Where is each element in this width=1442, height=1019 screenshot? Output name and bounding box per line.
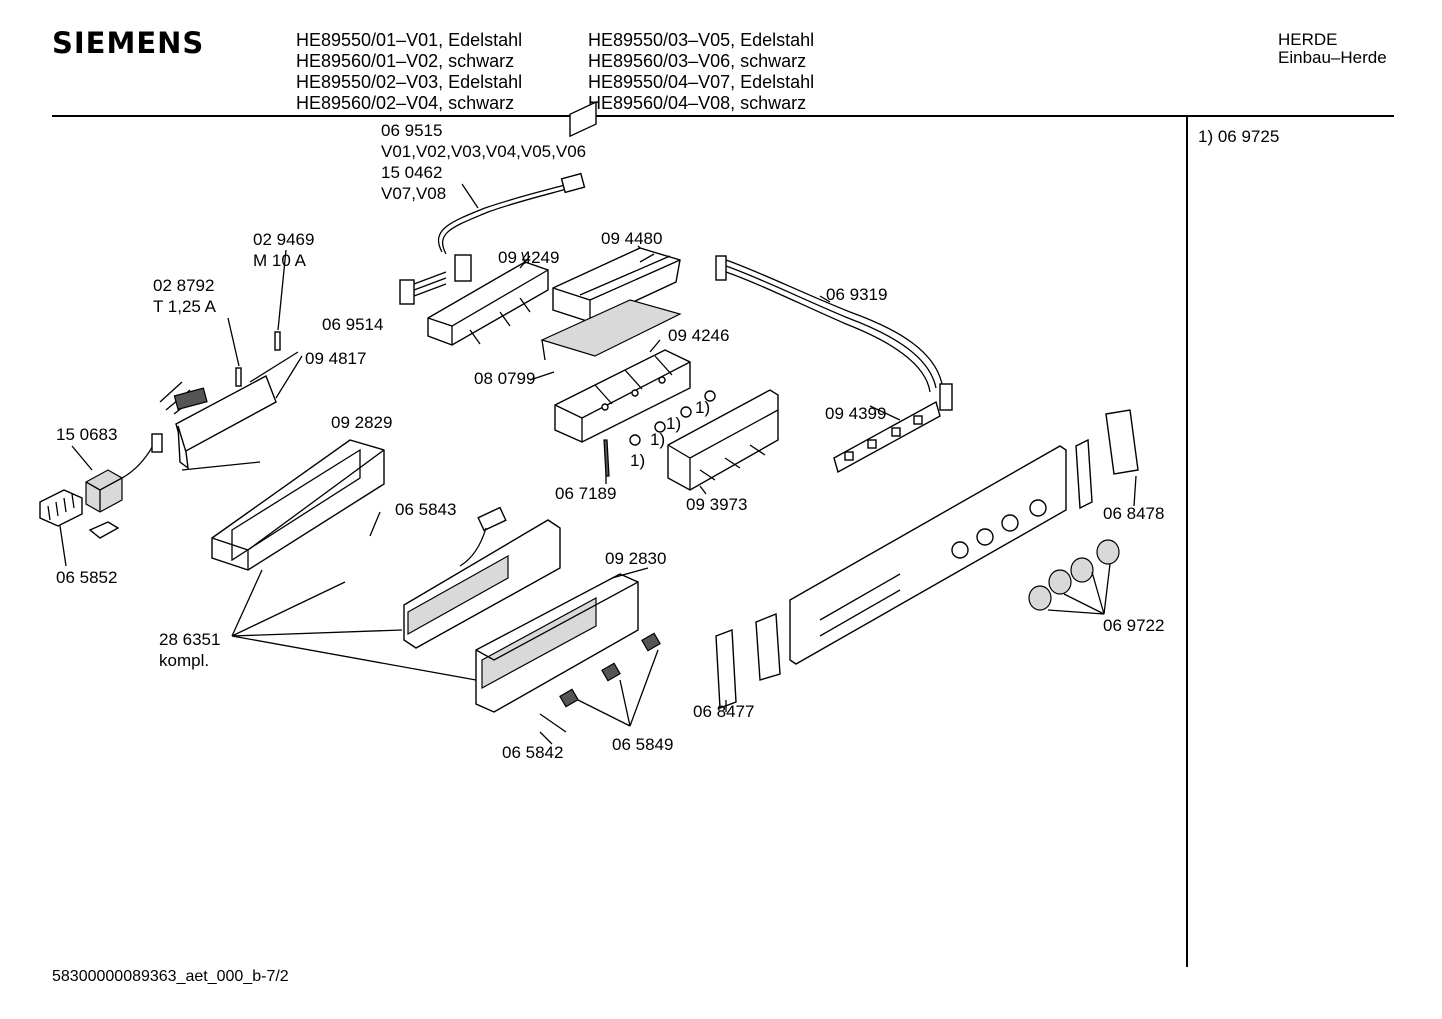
part-label: 09 2830 [605, 549, 667, 568]
footnote-marker: 1) [666, 414, 682, 433]
plate-080799 [540, 299, 682, 361]
part-label: 28 6351 [159, 630, 221, 649]
part-note-label: kompl. [159, 651, 210, 670]
part-label: 06 9722 [1103, 616, 1165, 635]
tray-094480 [552, 245, 681, 323]
washers [629, 390, 716, 446]
leader-lines [369, 253, 901, 579]
model-line: HE89550/04–V07, Edelstahl [588, 72, 815, 92]
transformer-150683 [71, 433, 163, 513]
footnote-marker: 1) [630, 451, 646, 470]
clip-068478 [1105, 409, 1139, 507]
knobs-069722 [1028, 539, 1120, 615]
part-label: 06 9514 [322, 315, 384, 334]
category-title: HERDE [1278, 30, 1338, 49]
part-label: 06 8477 [693, 702, 755, 721]
part-label: 09 4817 [305, 349, 367, 368]
probe-065842 [539, 713, 567, 745]
ribbon-cable-069319 [715, 255, 953, 411]
part-label: 15 0683 [56, 425, 118, 444]
header-divider [52, 115, 1394, 117]
model-line: HE89560/01–V02, schwarz [296, 51, 515, 71]
clip-068477 [715, 629, 737, 712]
fuse-029469 [274, 249, 287, 351]
pin-067189 [603, 439, 610, 477]
part-label: 08 0799 [474, 369, 536, 388]
cover-092830 [475, 573, 639, 713]
part-variant-label: V01,V02,V03,V04,V05,V06 [381, 142, 587, 161]
part-label: 06 9319 [826, 285, 888, 304]
category-block: HERDE Einbau–Herde [1278, 31, 1387, 67]
switch-frame-094246 [554, 101, 691, 443]
part-label: 09 4246 [668, 326, 730, 345]
bracket-093973 [667, 389, 779, 491]
notes-divider [1186, 117, 1188, 967]
part-spec-label: M 10 A [253, 251, 306, 270]
part-label: 06 5852 [56, 568, 118, 587]
model-line: HE89550/02–V03, Edelstahl [296, 72, 523, 92]
model-line: HE89560/02–V04, schwarz [296, 93, 515, 113]
part-label: 06 8478 [1103, 504, 1165, 523]
footnote-marker: 1) [650, 430, 666, 449]
part-label: 06 5842 [502, 743, 564, 762]
model-line: HE89560/04–V08, schwarz [588, 93, 807, 113]
footnote-ref: 1) 06 9725 [1198, 127, 1280, 146]
part-spec-label: T 1,25 A [153, 297, 217, 316]
part-label: 09 4249 [498, 248, 560, 267]
model-list-1: HE89550/01–V01, Edelstahl HE89560/01–V02… [296, 30, 522, 114]
part-label: 06 7189 [555, 484, 617, 503]
board-094817 [159, 351, 303, 471]
housing-092829 [211, 439, 385, 571]
document-id: 58300000089363_aet_000_b-7/2 [52, 968, 289, 985]
brand-logo: SIEMENS [52, 26, 205, 60]
model-line: HE89560/03–V06, schwarz [588, 51, 807, 71]
part-label: 09 4480 [601, 229, 663, 248]
part-label: 06 9515 [381, 121, 443, 140]
model-line: HE89550/03–V05, Edelstahl [588, 30, 815, 50]
fuse-028792 [227, 317, 242, 387]
part-label: 02 8792 [153, 276, 215, 295]
front-panel [755, 438, 1093, 681]
knobs-065849 [559, 632, 661, 727]
part-label: 02 9469 [253, 230, 315, 249]
part-label: 06 5843 [395, 500, 457, 519]
terminal-065852 [39, 489, 120, 567]
part-label: 06 5849 [612, 735, 674, 754]
leader-286351 [231, 569, 477, 681]
wire-harness-069515 [437, 172, 586, 282]
model-list-2: HE89550/03–V05, Edelstahl HE89560/03–V06… [588, 30, 814, 114]
model-line: HE89550/01–V01, Edelstahl [296, 30, 523, 50]
part-label: 09 2829 [331, 413, 393, 432]
part-label: 15 0462 [381, 163, 443, 182]
part-label: 09 3973 [686, 495, 748, 514]
footnote-marker: 1) [695, 398, 711, 417]
display-065843 [403, 506, 561, 649]
part-label: 09 4399 [825, 404, 887, 423]
pcb-094399 [833, 400, 941, 474]
subcategory-title: Einbau–Herde [1278, 48, 1387, 67]
part-variant-label: V07,V08 [381, 184, 447, 203]
connector-069514 [399, 271, 447, 305]
